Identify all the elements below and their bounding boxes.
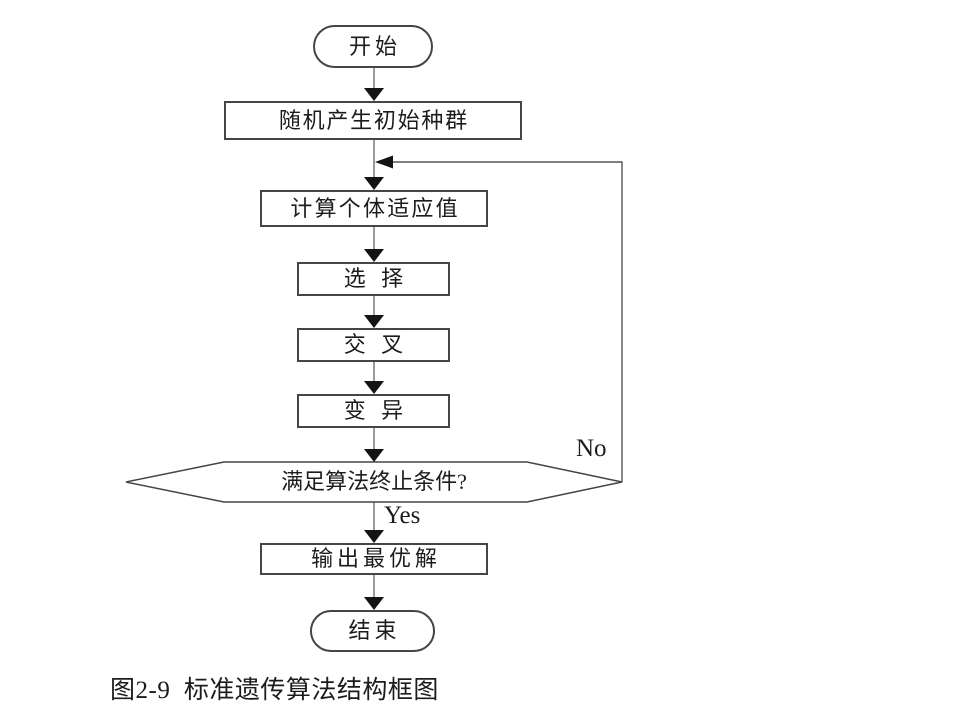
node-selection-label: 选择 [343, 266, 419, 291]
arrowhead-down-icon [364, 530, 384, 543]
node-init-population: 随机产生初始种群 [224, 101, 522, 140]
node-output-solution: 输出最优解 [260, 543, 488, 575]
node-termination-decision: 满足算法终止条件? [126, 462, 622, 502]
node-compute-fitness-label: 计算个体适应值 [290, 195, 460, 221]
arrowhead-down-icon [364, 177, 384, 190]
node-mutation-label: 变异 [343, 398, 419, 423]
node-compute-fitness: 计算个体适应值 [260, 190, 488, 227]
edge-label-yes: Yes [384, 502, 421, 529]
node-termination-decision-label: 满足算法终止条件? [281, 469, 467, 494]
arrowhead-left-icon [375, 155, 393, 169]
arrowhead-down-icon [364, 315, 384, 328]
node-crossover-label: 交叉 [343, 332, 419, 357]
figure-caption: 图2-9 标准遗传算法结构框图 [110, 677, 439, 704]
no-branch-loop-line [379, 161, 623, 482]
node-output-solution-label: 输出最优解 [311, 546, 441, 571]
node-end: 结束 [310, 610, 435, 652]
node-start: 开始 [313, 25, 433, 68]
arrowhead-down-icon [364, 381, 384, 394]
node-crossover: 交叉 [297, 328, 450, 362]
node-end-label: 结束 [348, 618, 401, 643]
edge-label-no: No [576, 435, 607, 462]
node-start-label: 开始 [349, 33, 401, 59]
node-mutation: 变异 [297, 394, 450, 428]
node-init-population-label: 随机产生初始种群 [278, 107, 469, 133]
arrowhead-down-icon [364, 88, 384, 101]
decision-hexagon [125, 461, 623, 503]
arrowhead-down-icon [364, 597, 384, 610]
node-selection: 选择 [297, 262, 450, 296]
arrowhead-down-icon [364, 449, 384, 462]
arrowhead-down-icon [364, 249, 384, 262]
